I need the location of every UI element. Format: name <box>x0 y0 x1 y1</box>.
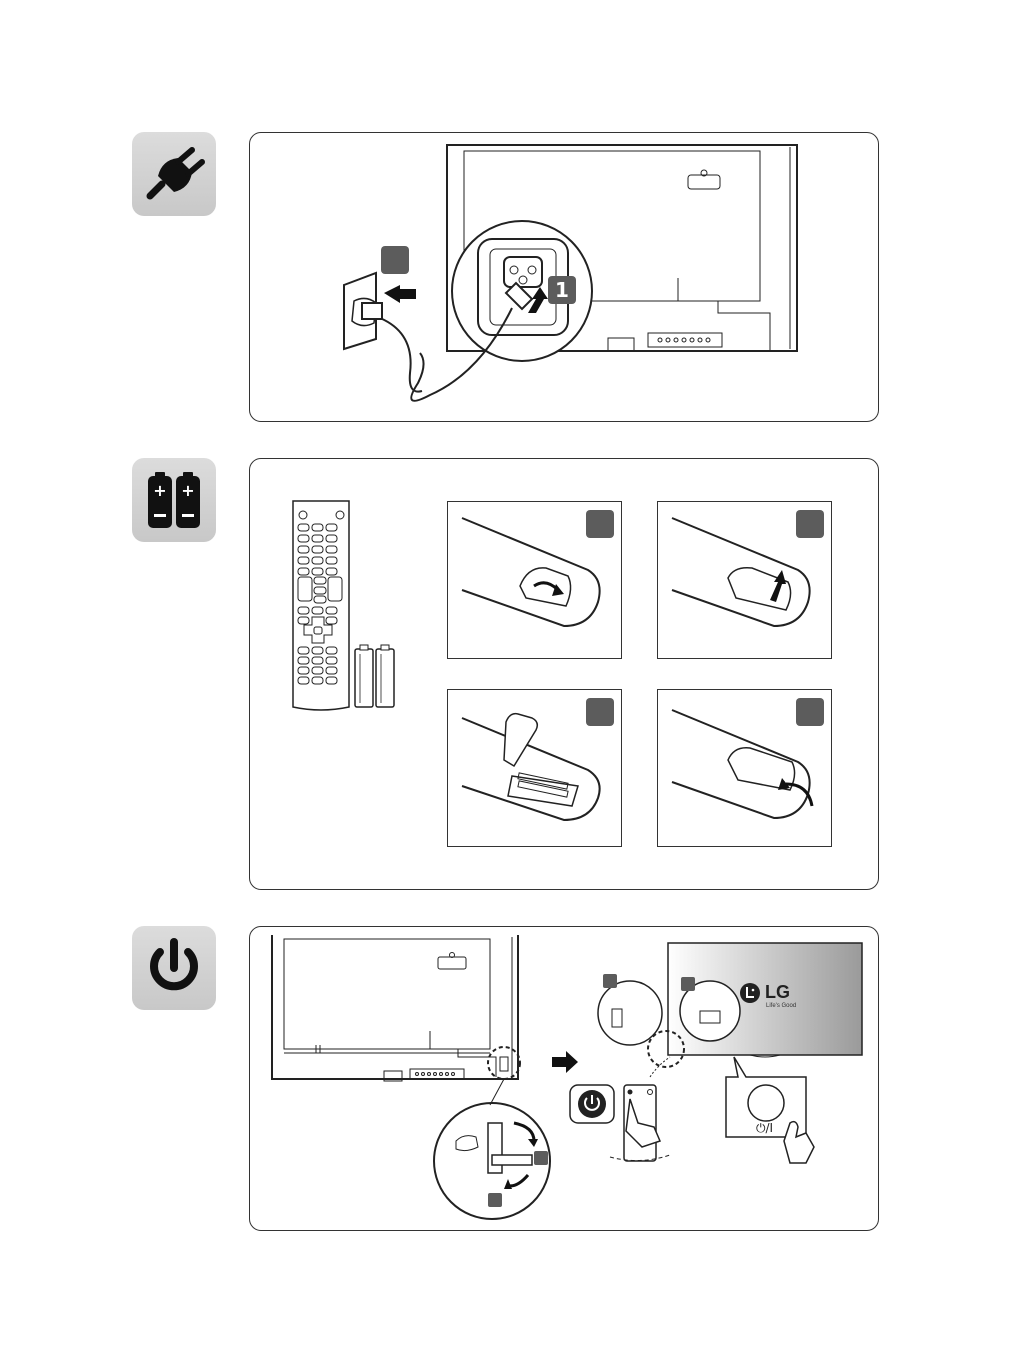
step-badge-remove-cover <box>586 510 614 538</box>
step-badge-lift-cover <box>796 510 824 538</box>
power-on-panel: LG Life's Good ⏻/I <box>249 926 879 1231</box>
power-cable-panel: 1 <box>249 132 879 422</box>
power-plug-icon <box>132 132 216 216</box>
lg-logo-text: LG <box>765 982 790 1003</box>
batteries-icon-tile: + + <box>132 458 216 542</box>
power-on-illustration <box>250 927 880 1232</box>
batteries-icon: + + <box>132 458 216 542</box>
remote-and-batteries-illustration <box>290 499 410 714</box>
battery-step-1-frame <box>447 501 622 659</box>
step-badge-zoom-left <box>603 974 617 988</box>
step-badge-close-cover <box>796 698 824 726</box>
svg-text:+: + <box>181 481 194 500</box>
power-switch-label: ⏻/I <box>756 1121 773 1136</box>
power-button-icon-tile <box>132 926 216 1010</box>
step-badge-insert-batteries <box>586 698 614 726</box>
lg-tagline: Life's Good <box>766 1003 796 1009</box>
step-badge-rotate-b <box>488 1193 502 1207</box>
step-badge-plug-wall <box>381 246 409 274</box>
power-plug-icon-tile <box>132 132 216 216</box>
batteries-panel <box>249 458 879 890</box>
battery-step-3-frame <box>447 689 622 847</box>
step-badge-rotate-a <box>534 1151 548 1165</box>
battery-step-2-frame <box>657 501 832 659</box>
step-badge-1: 1 <box>548 276 576 304</box>
battery-step-4-frame <box>657 689 832 847</box>
step-badge-zoom-right <box>681 977 695 991</box>
svg-text:+: + <box>153 481 166 500</box>
power-button-icon <box>132 926 216 1010</box>
